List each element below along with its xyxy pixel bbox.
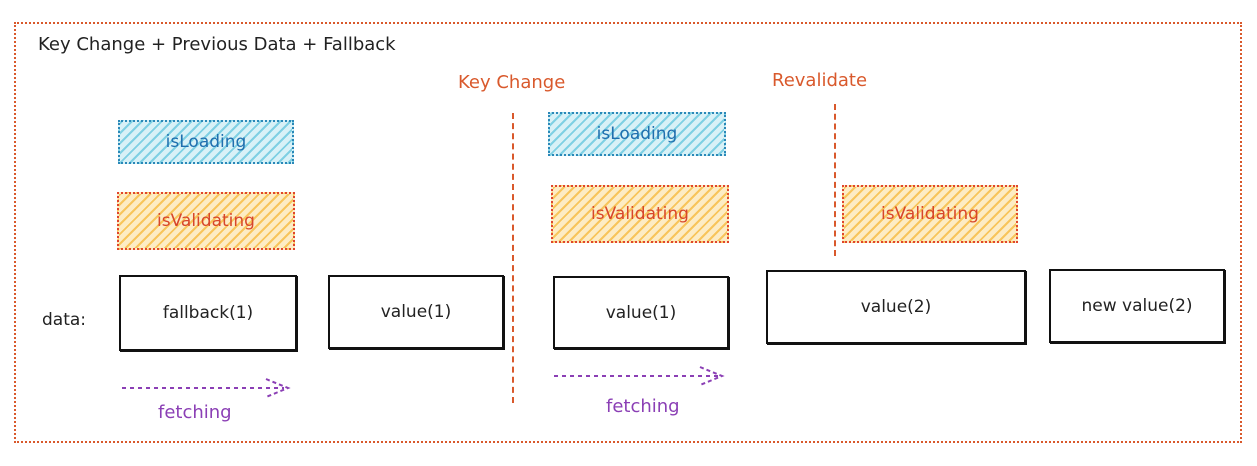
- is-loading-label-1: isLoading: [165, 132, 247, 152]
- fetching-arrow-1: [122, 378, 291, 398]
- is-validating-label-2: isValidating: [591, 204, 689, 224]
- is-validating-label-1: isValidating: [157, 211, 255, 231]
- data-value-fallback-1: fallback(1): [162, 303, 254, 323]
- data-box-fallback-1: fallback(1): [119, 275, 297, 351]
- is-validating-label-3: isValidating: [881, 204, 979, 224]
- fetching-label-2: fetching: [606, 396, 680, 417]
- is-loading-state-1: isLoading: [118, 120, 294, 164]
- data-box-value-1-after-key-change: value(1): [553, 276, 729, 349]
- is-loading-label-2: isLoading: [596, 124, 678, 144]
- fetching-arrow-2: [554, 366, 725, 386]
- fetching-label-1: fetching: [158, 402, 232, 423]
- data-box-new-value-2: new value(2): [1049, 269, 1225, 343]
- diagram-title: Key Change + Previous Data + Fallback: [38, 34, 396, 55]
- data-value-new-value-2: new value(2): [1081, 296, 1193, 316]
- is-loading-state-2: isLoading: [548, 112, 726, 156]
- revalidate-label: Revalidate: [772, 70, 868, 91]
- is-validating-state-3: isValidating: [842, 185, 1018, 243]
- is-validating-state-2: isValidating: [551, 185, 729, 243]
- key-change-label: Key Change: [458, 72, 566, 93]
- data-value-value-1-after-key-change: value(1): [605, 302, 677, 323]
- diagram-frame: [14, 22, 1242, 443]
- data-box-value-2: value(2): [766, 270, 1026, 344]
- is-validating-state-1: isValidating: [117, 192, 295, 250]
- revalidate-divider: [834, 104, 836, 256]
- data-row-label: data:: [42, 310, 87, 330]
- data-box-value-1: value(1): [328, 275, 504, 349]
- data-value-value-2: value(2): [860, 297, 932, 317]
- key-change-divider: [512, 113, 514, 403]
- data-value-value-1: value(1): [380, 302, 452, 322]
